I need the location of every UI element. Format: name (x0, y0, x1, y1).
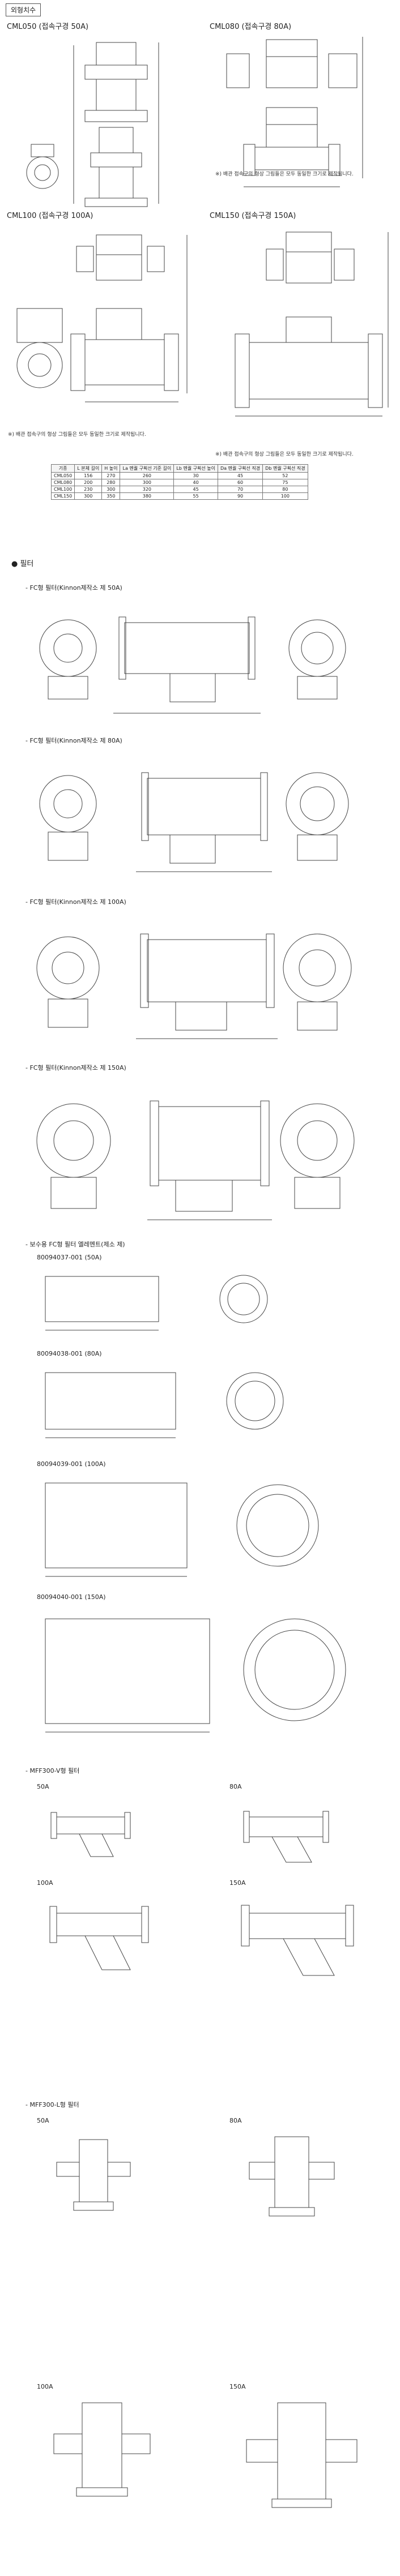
table-cell: CML150 (50, 492, 75, 500)
model-title-cml100: CML100 (접속구경 100A) (7, 212, 93, 220)
table-cell: 45 (173, 486, 218, 493)
table-cell: 90 (217, 492, 263, 500)
cml100-note: ※) 배관 접속구의 형상 그림들은 모두 동일한 크기로 제작됩니다. (8, 432, 146, 438)
fc-80a-drawing (39, 772, 349, 872)
fc-50a-drawing (39, 616, 346, 714)
model-title-cml150: CML150 (접속구경 150A) (210, 212, 296, 220)
table-cell: 350 (101, 492, 121, 500)
table-cell: 60 (217, 479, 263, 486)
mff-l-size-150a: 150A (229, 2383, 246, 2390)
element-section-label: - 보수용 FC형 필터 엘레멘트(제소 제) (25, 1241, 125, 1248)
table-header: H 높이 (101, 464, 121, 473)
table-cell: 200 (74, 479, 103, 486)
fc-100a-drawing (36, 933, 352, 1039)
element-code-80a: 80094038-001 (80A) (37, 1350, 102, 1357)
dimension-table: 기종 L 본체 길이 H 높이 La 멘퀄 구획선 기준 길이 Lb 멘퀄 구획… (50, 464, 308, 500)
mff-l-size-80a: 80A (229, 2117, 242, 2124)
table-cell: CML050 (50, 472, 75, 479)
mff-l-150a-drawing (246, 2402, 358, 2508)
table-cell: 75 (262, 479, 308, 486)
table-cell: 80 (262, 486, 308, 493)
table-cell: 52 (262, 472, 308, 479)
table-row: CML150 300 350 380 55 90 100 (50, 492, 308, 500)
mff-l-size-100a: 100A (37, 2383, 53, 2390)
table-cell: CML080 (50, 479, 75, 486)
table-header: Lb 멘퀄 구획선 높이 (173, 464, 218, 473)
mff-v-size-80a: 80A (229, 1783, 242, 1790)
mff-v-150a-drawing (241, 1905, 354, 1976)
cml050-drawing (26, 42, 159, 207)
table-cell: 55 (173, 492, 218, 500)
mff-l-80a-drawing (249, 2136, 335, 2217)
table-header: La 멘퀄 구획선 기준 길이 (120, 464, 175, 473)
mff-v-label: - MFF300-V형 필터 (25, 1767, 80, 1775)
table-cell: 70 (217, 486, 263, 493)
table-cell: 300 (101, 486, 121, 493)
mff-l-50a-drawing (56, 2139, 131, 2211)
element-150a-drawing (45, 1618, 346, 1733)
table-header: L 본체 길이 (74, 464, 103, 473)
table-cell: 380 (120, 492, 175, 500)
element-code-150a: 80094040-001 (150A) (37, 1593, 106, 1601)
table-row: CML050 156 270 260 30 45 52 (50, 472, 308, 479)
mff-l-label: - MFF300-L형 필터 (25, 2101, 79, 2108)
fc-150a-drawing (36, 1100, 355, 1220)
mff-v-50a-drawing (50, 1812, 131, 1857)
cml080-drawing (226, 37, 363, 187)
element-code-50a: 80094037-001 (50A) (37, 1254, 102, 1261)
table-cell: 320 (120, 486, 175, 493)
cml150-drawing (235, 232, 389, 417)
table-row: CML080 200 280 300 40 60 75 (50, 479, 308, 486)
table-cell: 40 (173, 479, 218, 486)
table-cell: 300 (74, 492, 103, 500)
fc-100a-label: - FC형 필터(Kinnon제작소 제 100A) (25, 898, 126, 906)
mff-v-size-100a: 100A (37, 1879, 53, 1887)
table-cell: 100 (262, 492, 308, 500)
model-title-cml080: CML080 (접속구경 80A) (210, 23, 292, 31)
mff-v-100a-drawing (49, 1906, 149, 1970)
element-50a-drawing (45, 1275, 268, 1331)
element-80a-drawing (45, 1372, 284, 1438)
table-cell: 45 (217, 472, 263, 479)
fc-150a-label: - FC형 필터(Kinnon제작소 제 150A) (25, 1064, 126, 1071)
table-header: 기종 (50, 464, 75, 473)
table-header: Da 멘퀄 구획선 직경 (217, 464, 263, 473)
cml150-note: ※) 배관 접속구의 형상 그림들은 모두 동일한 크기로 제작됩니다. (215, 452, 354, 457)
table-cell: 280 (101, 479, 121, 486)
table-header: Db 멘퀄 구획선 직경 (262, 464, 308, 473)
cml080-note: ※) 배관 접속구의 형상 그림들은 모두 동일한 크기로 제작됩니다. (215, 172, 354, 177)
table-cell: 260 (120, 472, 175, 479)
element-code-100a: 80094039-001 (100A) (37, 1460, 106, 1468)
table-cell: 300 (120, 479, 175, 486)
model-title-cml050: CML050 (접속구경 50A) (7, 23, 89, 31)
table-cell: 156 (74, 472, 103, 479)
mff-v-80a-drawing (243, 1811, 329, 1863)
cml100-drawing (16, 234, 188, 402)
filter-heading: ● 필터 (11, 560, 34, 568)
mff-v-size-50a: 50A (37, 1783, 49, 1790)
table-cell: 30 (173, 472, 218, 479)
section-tag: 외형치수 (6, 3, 41, 16)
table-cell: CML100 (50, 486, 75, 493)
fc-50a-label: - FC형 필터(Kinnon제작소 제 50A) (25, 584, 122, 592)
mff-l-size-50a: 50A (37, 2117, 49, 2124)
mff-v-size-150a: 150A (229, 1879, 246, 1887)
table-cell: 230 (74, 486, 103, 493)
table-row: CML100 230 300 320 45 70 80 (50, 486, 308, 493)
element-100a-drawing (45, 1482, 319, 1577)
fc-80a-label: - FC형 필터(Kinnon제작소 제 80A) (25, 737, 122, 744)
table-cell: 270 (101, 472, 121, 479)
mff-l-100a-drawing (53, 2402, 151, 2497)
